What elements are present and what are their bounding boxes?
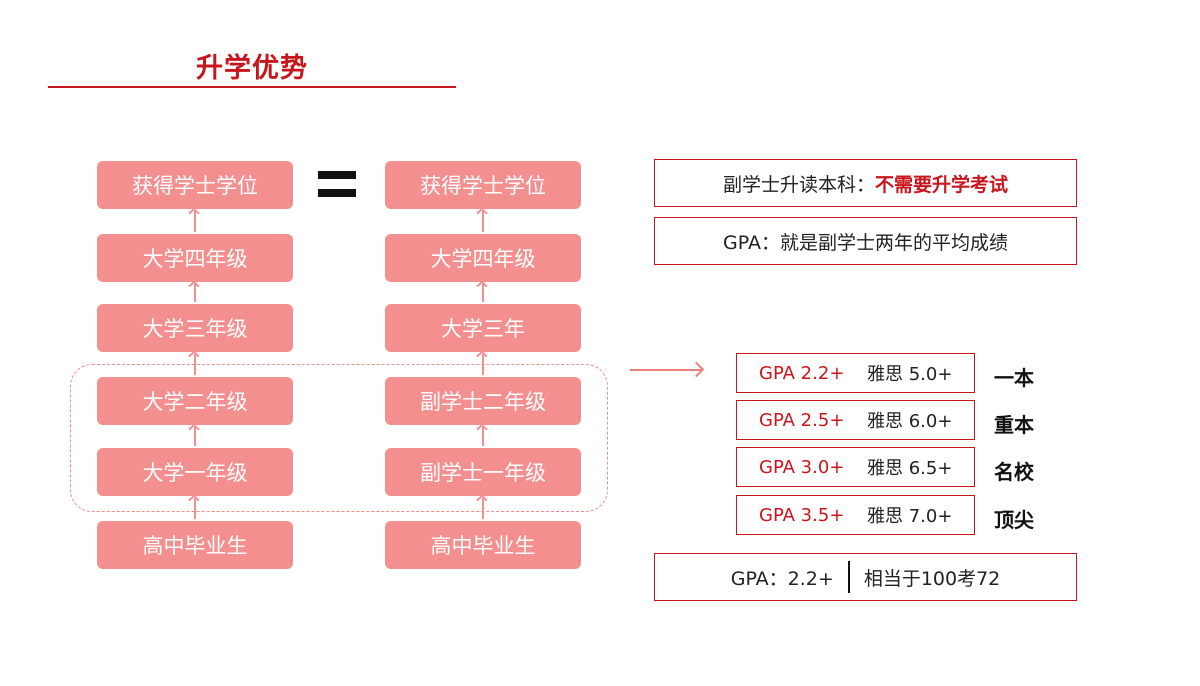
requirement-gpa: GPA 2.2+ <box>759 362 845 384</box>
up-arrow-icon <box>482 498 484 519</box>
info-box-gpa-definition-text: GPA：就是副学士两年的平均成绩 <box>723 231 1008 254</box>
up-arrow-icon <box>482 354 484 375</box>
right-box-bachelor-degree: 获得学士学位 <box>385 161 581 209</box>
requirement-row: GPA 2.5+ 雅思 6.0+ <box>736 400 975 440</box>
requirement-tier: 重本 <box>994 413 1034 437</box>
requirement-gpa: GPA 3.0+ <box>759 456 845 478</box>
info-box-no-exam-highlight: 不需要升学考试 <box>875 173 1009 196</box>
up-arrow-icon <box>482 427 484 446</box>
title-underline <box>48 86 456 88</box>
requirement-ielts: 雅思 5.0+ <box>867 364 953 385</box>
page-title: 升学优势 <box>196 53 308 84</box>
divider <box>847 561 850 593</box>
up-arrow-icon <box>194 427 196 446</box>
up-arrow-icon <box>194 354 196 375</box>
equivalence-gpa: GPA：2.2+ <box>730 567 834 590</box>
info-box-no-exam: 副学士升读本科：不需要升学考试 <box>654 159 1077 207</box>
right-box-year-4: 大学四年级 <box>385 234 581 282</box>
requirement-gpa: GPA 2.5+ <box>759 409 845 431</box>
associate-degree-group <box>70 364 608 512</box>
info-box-equivalence: GPA：2.2+ 相当于100考72 <box>654 553 1077 601</box>
right-box-high-school: 高中毕业生 <box>385 521 581 569</box>
left-box-year-3: 大学三年级 <box>97 304 293 352</box>
right-arrow-icon <box>630 369 702 371</box>
info-box-gpa-definition: GPA：就是副学士两年的平均成绩 <box>654 217 1077 265</box>
requirement-tier: 名校 <box>994 460 1034 484</box>
requirement-ielts: 雅思 7.0+ <box>867 506 953 527</box>
left-box-high-school: 高中毕业生 <box>97 521 293 569</box>
equivalence-score: 相当于100考72 <box>863 567 1001 590</box>
up-arrow-icon <box>194 284 196 302</box>
right-box-year-3: 大学三年 <box>385 304 581 352</box>
requirement-row: GPA 2.2+ 雅思 5.0+ <box>736 353 975 393</box>
left-box-year-4: 大学四年级 <box>97 234 293 282</box>
up-arrow-icon <box>482 211 484 232</box>
left-box-year-2: 大学二年级 <box>97 377 293 425</box>
requirement-row: GPA 3.0+ 雅思 6.5+ <box>736 447 975 487</box>
right-box-associate-year-1: 副学士一年级 <box>385 448 581 496</box>
requirement-ielts: 雅思 6.5+ <box>867 458 953 479</box>
up-arrow-icon <box>194 211 196 232</box>
requirement-tier: 顶尖 <box>994 508 1034 532</box>
info-box-no-exam-prefix: 副学士升读本科： <box>722 173 875 196</box>
equals-icon <box>318 171 356 197</box>
left-box-year-1: 大学一年级 <box>97 448 293 496</box>
left-box-bachelor-degree: 获得学士学位 <box>97 161 293 209</box>
up-arrow-icon <box>194 498 196 519</box>
requirement-tier: 一本 <box>994 366 1034 390</box>
right-box-associate-year-2: 副学士二年级 <box>385 377 581 425</box>
requirement-row: GPA 3.5+ 雅思 7.0+ <box>736 495 975 535</box>
requirement-gpa: GPA 3.5+ <box>759 504 845 526</box>
requirement-ielts: 雅思 6.0+ <box>867 411 953 432</box>
up-arrow-icon <box>482 284 484 302</box>
